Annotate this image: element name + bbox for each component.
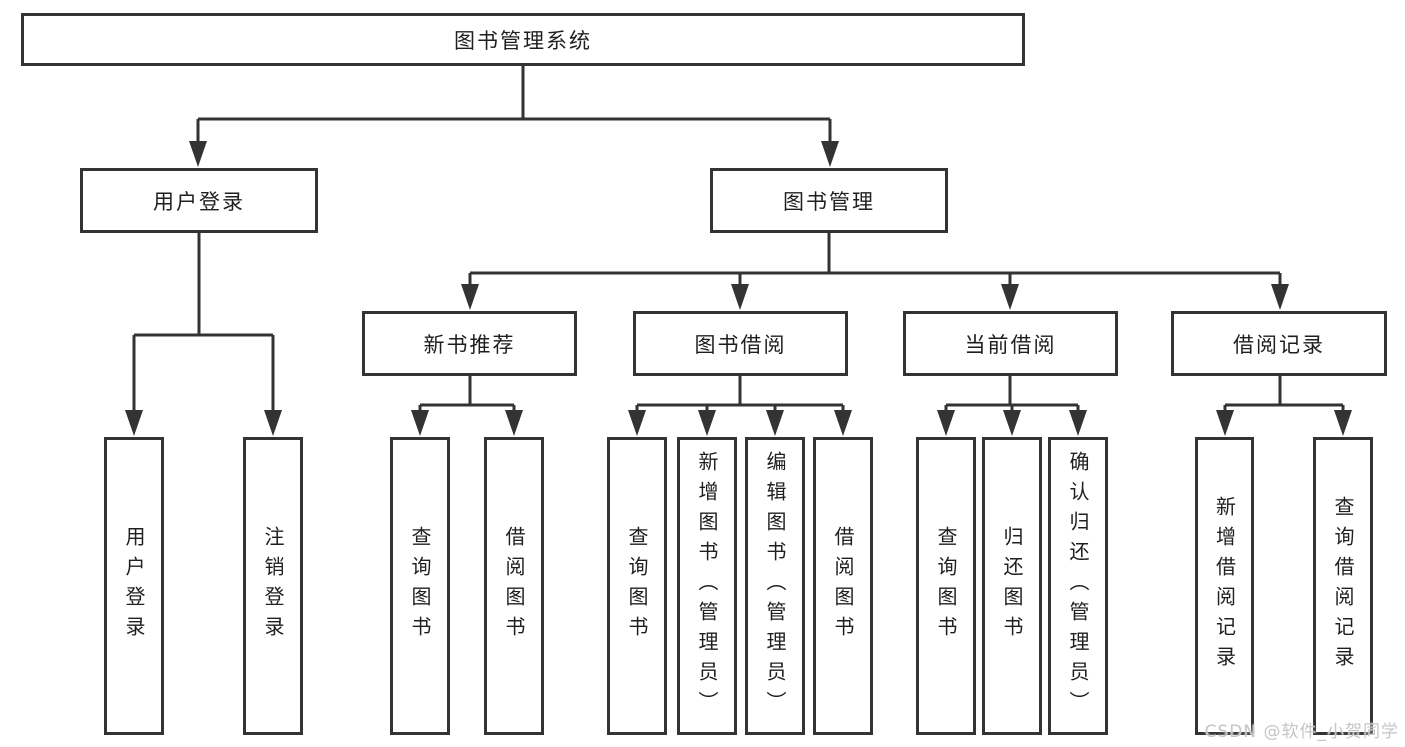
connector-book-management-branch <box>468 233 1282 289</box>
leaf-borrow-books-recommend: 借阅图书 <box>484 437 544 735</box>
arrowhead <box>834 410 852 436</box>
csdn-watermark: CSDN @软件_小贺同学 <box>1204 722 1399 742</box>
arrowhead <box>628 410 646 436</box>
leaf-search-borrow-record: 查询借阅记录 <box>1313 437 1373 735</box>
leaf-search-books-borrowing: 查询图书 <box>607 437 667 735</box>
arrowhead <box>1216 410 1234 436</box>
arrowhead <box>766 410 784 436</box>
connector-user-login-branch <box>132 233 275 414</box>
leaf-borrow-books-borrowing: 借阅图书 <box>813 437 873 735</box>
connector-new-book-branch <box>418 376 516 415</box>
arrowhead <box>189 141 207 167</box>
leaf-logout: 注销登录 <box>243 437 303 735</box>
arrowhead <box>1271 284 1289 310</box>
connector-current-borrow-branch <box>944 376 1080 415</box>
node-new-book-recommendation: 新书推荐 <box>362 311 577 376</box>
arrowhead <box>821 141 839 167</box>
arrowhead <box>461 284 479 310</box>
leaf-return-books: 归还图书 <box>982 437 1042 735</box>
node-borrowing-records: 借阅记录 <box>1171 311 1387 376</box>
arrowhead <box>731 284 749 310</box>
node-book-management: 图书管理 <box>710 168 948 233</box>
arrowhead <box>411 410 429 436</box>
node-book-borrowing: 图书借阅 <box>633 311 848 376</box>
connector-book-borrow-branch <box>635 376 845 415</box>
connector-borrow-records-branch <box>1223 376 1345 415</box>
arrowhead <box>264 410 282 436</box>
arrowhead <box>505 410 523 436</box>
leaf-search-books-current: 查询图书 <box>916 437 976 735</box>
arrowhead <box>937 410 955 436</box>
arrowhead <box>1003 410 1021 436</box>
arrowhead <box>1001 284 1019 310</box>
leaf-edit-books-admin: 编辑图书（管理员） <box>745 437 805 735</box>
leaf-user-login: 用户登录 <box>104 437 164 735</box>
node-library-management-system: 图书管理系统 <box>21 13 1025 66</box>
node-current-borrowing: 当前借阅 <box>903 311 1118 376</box>
node-user-login: 用户登录 <box>80 168 318 233</box>
leaf-add-borrow-record: 新增借阅记录 <box>1195 437 1254 735</box>
arrowhead <box>125 410 143 436</box>
leaf-search-books-recommend: 查询图书 <box>390 437 450 735</box>
arrowhead <box>1334 410 1352 436</box>
arrowhead <box>1069 410 1087 436</box>
leaf-confirm-return-admin: 确认归还（管理员） <box>1048 437 1108 735</box>
connector-root-to-level2 <box>196 66 832 145</box>
arrowhead <box>698 410 716 436</box>
leaf-add-books-admin: 新增图书（管理员） <box>677 437 737 735</box>
